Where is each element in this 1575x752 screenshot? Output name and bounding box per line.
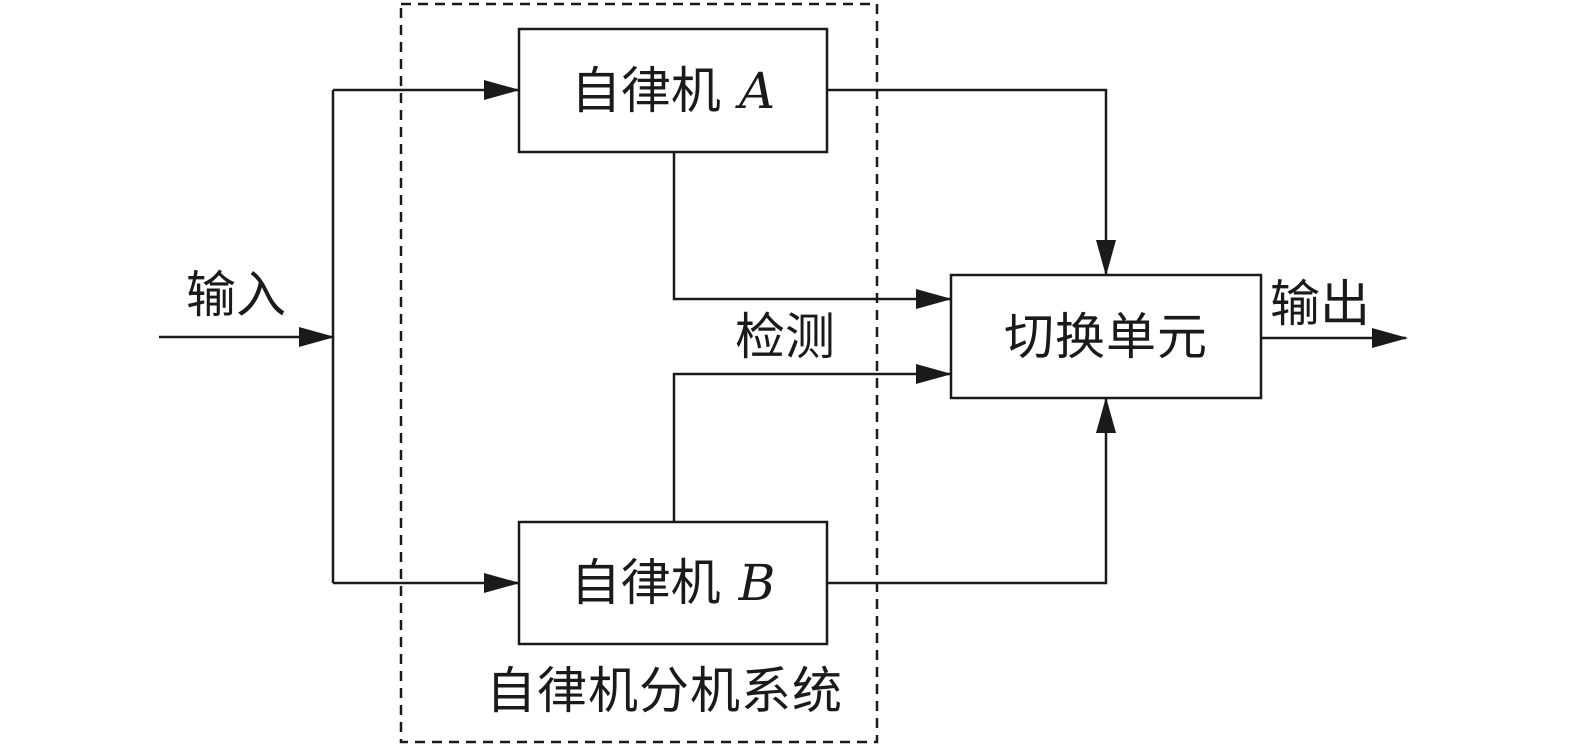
detect-label: 检测 — [735, 308, 835, 366]
switch-unit-label: 切换单元 — [1004, 307, 1208, 366]
b-to-switch-arrow — [827, 397, 1116, 585]
b-detect-arrow — [672, 364, 952, 522]
machine-b-name: 自律机 — [570, 554, 721, 612]
input-label: 输入 — [186, 266, 286, 324]
machine-b-box — [517, 520, 829, 646]
machine-a-var: A — [738, 61, 776, 120]
machine-a-label: 自律机 A — [519, 29, 827, 152]
a-detect-arrow — [672, 152, 952, 309]
subsystem-label: 自律机分机系统 — [486, 662, 843, 720]
output-label: 输出 — [1270, 275, 1370, 333]
a-to-switch-arrow — [827, 88, 1116, 276]
machine-b-var: B — [738, 554, 776, 612]
subsystem-boundary — [399, 2, 879, 744]
machine-a-name: 自律机 — [570, 61, 721, 120]
machine-b-label: 自律机 B — [519, 522, 827, 644]
